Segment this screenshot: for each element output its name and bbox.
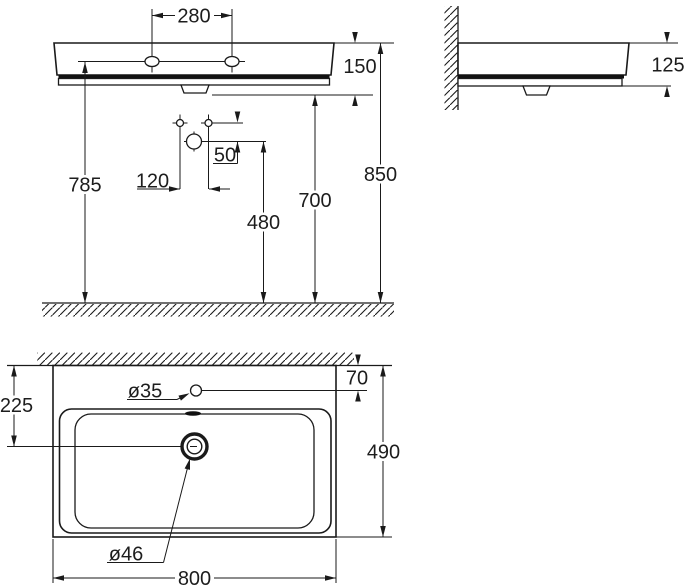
fixing-hole-right [204,118,213,128]
dim-tap-hole-height: 785 [66,62,104,303]
dim-drain-diameter-label: ø46 [109,544,143,566]
overflow-slot [185,411,201,416]
arrow-up-icon [352,95,358,106]
dim-tap-hole-height-label: 785 [68,175,101,197]
arrow-down-icon [234,111,241,123]
fixing-hole-left [175,118,185,128]
basin-side-outline [457,42,630,76]
dim-tap-hole-wall-offset: 70 [346,354,368,402]
wall-hatching-plan [37,352,354,366]
floor [42,302,394,317]
basin-front-outline [53,42,335,76]
basin-side-apron [457,77,623,87]
side-view: 125 [444,6,685,110]
drain-plan [7,432,209,461]
dim-basin-rim-height-label: 850 [364,164,397,186]
leader-arrow-icon [184,458,190,470]
tap-hole-circle [189,384,203,397]
dim-front-edge-height: 125 [651,32,685,97]
tap-hole-right [224,55,240,68]
basin-side-shadow-band [458,74,624,79]
dim-front-edge-height-label: 125 [651,55,684,77]
arrow-down-icon [352,32,358,43]
dim-tap-hole-spacing: 280 [152,6,232,28]
plan-view: ø35 70 225 [0,352,403,587]
dim-drain-wall-offset-label: 225 [0,395,33,417]
dim-fixing-hole-drop: 50 [213,111,241,167]
leader-arrow-icon [178,393,190,401]
tap-holes-front [78,9,245,73]
dim-basin-depth: 490 [336,365,403,538]
arrow-left-icon [152,12,163,19]
dim-basin-underside-height: 700 [296,95,334,303]
dim-basin-width: 800 [52,539,337,587]
arrow-up-icon [664,86,670,97]
tap-hole-plan [189,384,367,397]
basin-bowl-plan [74,413,315,529]
wall-hatching-side [444,6,458,110]
dim-fixing-hole-spacing: 120 [136,171,230,193]
arrow-right-icon [325,575,336,581]
dim-tap-hole-spacing-label: 280 [177,6,210,28]
dim-tap-hole-diameter-label: ø35 [128,381,162,403]
dim-drain-diameter: ø46 [107,458,190,566]
arrow-left-icon [53,575,64,581]
dim-basin-front-height: 150 [343,32,377,106]
tap-hole-left [144,55,160,68]
basin-front-apron [57,77,331,86]
dim-basin-front-height-label: 150 [343,56,376,78]
dim-fixing-hole-spacing-label: 120 [136,171,169,193]
dim-basin-rim-height: 850 [361,43,400,303]
arrow-down-icon [355,354,361,366]
dim-tap-hole-wall-offset-label: 70 [346,368,368,390]
dim-basin-underside-height-label: 700 [298,190,331,212]
arrow-up-icon [355,390,361,402]
dim-drain-wall-offset: 225 [0,365,34,447]
arrow-down-icon [664,32,670,43]
basin-front-shadow-band [58,74,330,79]
dim-basin-depth-label: 490 [367,442,400,464]
drain-tab-front [180,84,210,94]
front-view: 280 50 120 [42,6,400,317]
dim-tap-hole-diameter: ø35 [127,381,190,403]
drain-knockout-front [185,133,203,150]
dim-drain-center-height: 480 [244,141,283,303]
dim-basin-width-label: 800 [178,568,211,587]
arrow-right-icon [221,12,232,19]
drain-tab-side [522,85,551,96]
dim-fixing-hole-drop-label: 50 [214,145,236,167]
arrow-right-icon [169,186,180,192]
arrow-left-icon [209,186,220,192]
floor-hatching [42,304,394,317]
dim-drain-center-height-label: 480 [247,212,280,234]
fixing-holes-front [172,114,266,189]
